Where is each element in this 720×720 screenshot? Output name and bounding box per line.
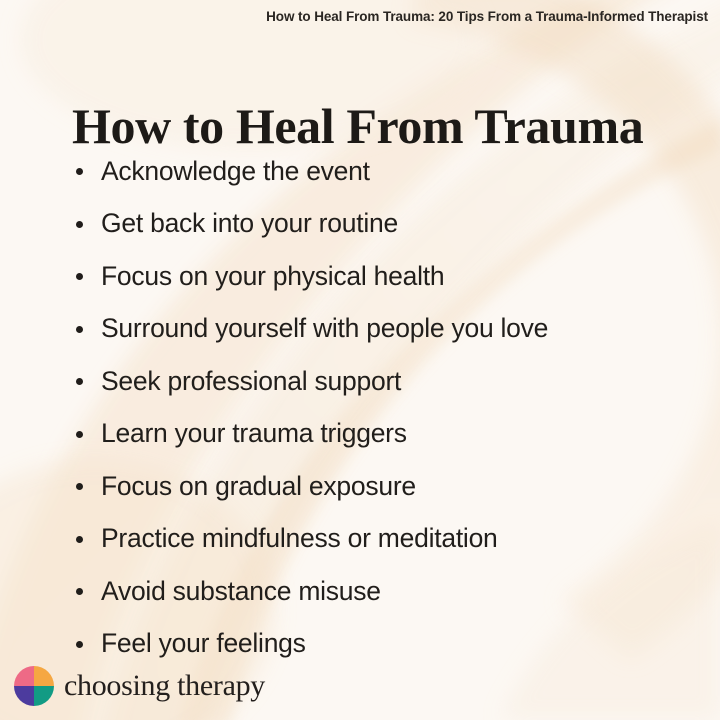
list-item-label: Get back into your routine (101, 208, 398, 239)
list-item: Focus on your physical health (74, 250, 694, 303)
logo-quadrant-bottom-right (34, 686, 54, 706)
list-item-label: Feel your feelings (101, 628, 306, 659)
brand-wordmark: choosing therapy (64, 669, 265, 702)
bullet-dot-icon (76, 430, 83, 438)
bullet-dot-icon (76, 378, 83, 386)
top-caption: How to Heal From Trauma: 20 Tips From a … (266, 9, 708, 24)
list-item-label: Surround yourself with people you love (101, 313, 549, 344)
bullet-dot-icon (76, 483, 83, 491)
list-item-label: Avoid substance misuse (101, 575, 381, 606)
brand-footer: choosing therapy (14, 666, 265, 706)
logo-quadrant-bottom-left (14, 686, 34, 706)
list-item-label: Seek professional support (101, 365, 402, 396)
bullet-dot-icon (76, 535, 83, 543)
list-item: Learn your trauma triggers (74, 408, 694, 461)
choosing-therapy-logo-icon (14, 666, 54, 706)
list-item-label: Acknowledge the event (101, 155, 370, 186)
list-item: Avoid substance misuse (74, 565, 694, 618)
logo-quadrant-top-right (34, 666, 54, 686)
list-item: Feel your feelings (74, 618, 694, 671)
list-item: Practice mindfulness or meditation (74, 513, 694, 566)
list-item-label: Practice mindfulness or meditation (101, 523, 498, 554)
bullet-dot-icon (76, 273, 83, 281)
list-item-label: Learn your trauma triggers (101, 418, 407, 449)
list-item-label: Focus on your physical health (101, 260, 445, 291)
list-item: Surround yourself with people you love (74, 303, 694, 356)
list-item-label: Focus on gradual exposure (101, 470, 416, 501)
bullet-dot-icon (76, 588, 83, 596)
bullet-dot-icon (76, 168, 83, 176)
logo-quadrant-top-left (14, 666, 34, 686)
list-item: Acknowledge the event (74, 145, 694, 198)
bullet-dot-icon (76, 325, 83, 333)
list-item: Get back into your routine (74, 198, 694, 251)
list-item: Seek professional support (74, 355, 694, 408)
list-item: Focus on gradual exposure (74, 460, 694, 513)
bullet-dot-icon (76, 220, 83, 228)
bullet-dot-icon (76, 640, 83, 648)
